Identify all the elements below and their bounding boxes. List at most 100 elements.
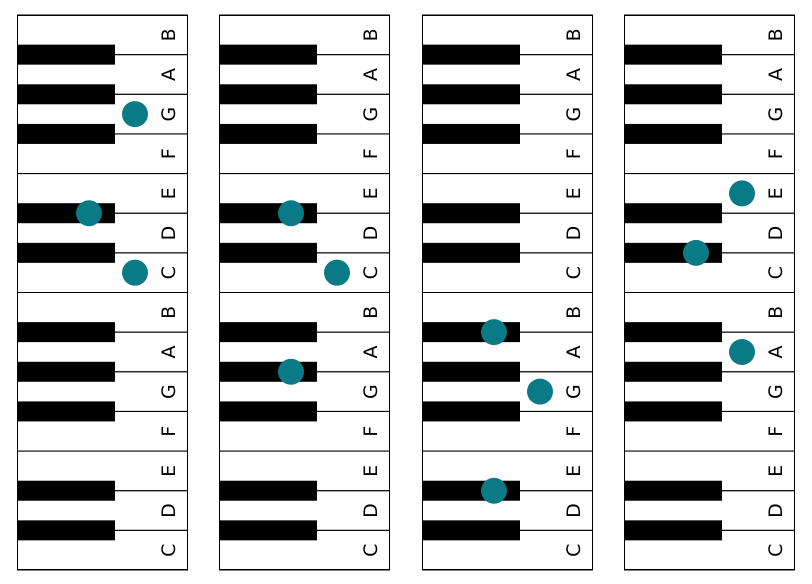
- black-key-Dsharp: [624, 480, 722, 501]
- key-label: D: [360, 503, 382, 518]
- key-label: E: [563, 465, 585, 477]
- key-label: B: [563, 306, 585, 319]
- black-key-Csharp: [422, 242, 520, 263]
- note-marker-C: [122, 259, 148, 286]
- key-label: G: [360, 384, 382, 399]
- note-marker-G: [122, 101, 148, 128]
- key-label: G: [158, 384, 180, 399]
- key-label: D: [563, 503, 585, 518]
- black-key-Csharp: [219, 520, 317, 541]
- key-label: F: [360, 148, 382, 159]
- black-key-Asharp: [422, 44, 520, 65]
- note-marker-E: [729, 180, 755, 207]
- key-label: D: [360, 226, 382, 241]
- key-label: E: [158, 187, 180, 199]
- note-marker-Dsharp: [481, 477, 507, 504]
- black-key-Csharp: [17, 242, 115, 263]
- key-label: A: [158, 68, 180, 81]
- black-key-Dsharp: [17, 480, 115, 501]
- note-marker-G: [527, 378, 553, 405]
- black-key-Csharp: [219, 242, 317, 263]
- key-label: A: [158, 345, 180, 358]
- key-label: F: [563, 148, 585, 159]
- black-key-Asharp: [219, 44, 317, 65]
- black-key-Gsharp: [422, 361, 520, 382]
- key-label: F: [765, 426, 787, 437]
- key-label: A: [360, 68, 382, 81]
- black-key-Asharp: [219, 322, 317, 343]
- black-key-Gsharp: [624, 84, 722, 105]
- note-marker-Gsharp: [278, 358, 304, 385]
- note-marker-C: [324, 259, 350, 286]
- black-key-Asharp: [17, 322, 115, 343]
- key-label: E: [563, 187, 585, 199]
- key-label: B: [360, 306, 382, 319]
- key-label: C: [360, 266, 382, 279]
- key-label: D: [563, 226, 585, 241]
- key-label: A: [563, 68, 585, 81]
- black-key-Fsharp: [624, 123, 722, 144]
- black-key-Asharp: [624, 322, 722, 343]
- key-label: B: [765, 28, 787, 41]
- note-marker-A: [729, 338, 755, 365]
- key-label: E: [765, 187, 787, 199]
- note-marker-Dsharp: [76, 200, 102, 227]
- key-label: B: [158, 306, 180, 319]
- key-label: A: [765, 345, 787, 358]
- key-label: B: [563, 28, 585, 41]
- black-key-Gsharp: [17, 361, 115, 382]
- key-label: G: [765, 384, 787, 399]
- note-marker-Csharp: [683, 239, 709, 266]
- key-label: E: [360, 187, 382, 199]
- black-key-Fsharp: [17, 123, 115, 144]
- key-label: D: [765, 226, 787, 241]
- key-label: G: [563, 384, 585, 399]
- black-key-Asharp: [17, 44, 115, 65]
- key-label: F: [158, 148, 180, 159]
- key-label: B: [158, 28, 180, 41]
- black-key-Dsharp: [219, 480, 317, 501]
- black-key-Fsharp: [624, 401, 722, 422]
- key-label: G: [765, 107, 787, 122]
- black-key-Fsharp: [219, 123, 317, 144]
- keyboard-2: C D E F G A B C D E F G A B: [219, 14, 390, 571]
- key-label: F: [360, 426, 382, 437]
- black-key-Dsharp: [422, 203, 520, 224]
- black-key-Gsharp: [422, 84, 520, 105]
- black-key-Asharp: [624, 44, 722, 65]
- note-marker-Dsharp: [278, 200, 304, 227]
- key-label: C: [360, 544, 382, 557]
- key-label: C: [765, 266, 787, 279]
- black-key-Dsharp: [624, 203, 722, 224]
- key-label: E: [360, 465, 382, 477]
- key-label: G: [360, 107, 382, 122]
- key-label: F: [158, 426, 180, 437]
- black-key-Csharp: [422, 520, 520, 541]
- key-label: A: [360, 345, 382, 358]
- key-label: C: [765, 544, 787, 557]
- key-label: C: [158, 544, 180, 557]
- key-label: G: [563, 107, 585, 122]
- black-key-Csharp: [624, 520, 722, 541]
- black-key-Gsharp: [219, 84, 317, 105]
- key-label: D: [158, 226, 180, 241]
- black-key-Fsharp: [422, 123, 520, 144]
- key-label: A: [563, 345, 585, 358]
- key-label: B: [360, 28, 382, 41]
- key-label: D: [158, 503, 180, 518]
- key-label: G: [158, 107, 180, 122]
- black-key-Gsharp: [17, 84, 115, 105]
- black-key-Fsharp: [17, 401, 115, 422]
- note-marker-Asharp: [481, 319, 507, 346]
- key-label: A: [765, 68, 787, 81]
- key-label: B: [765, 306, 787, 319]
- key-label: E: [765, 465, 787, 477]
- key-label: C: [563, 266, 585, 279]
- black-key-Gsharp: [624, 361, 722, 382]
- black-key-Fsharp: [219, 401, 317, 422]
- key-label: F: [563, 426, 585, 437]
